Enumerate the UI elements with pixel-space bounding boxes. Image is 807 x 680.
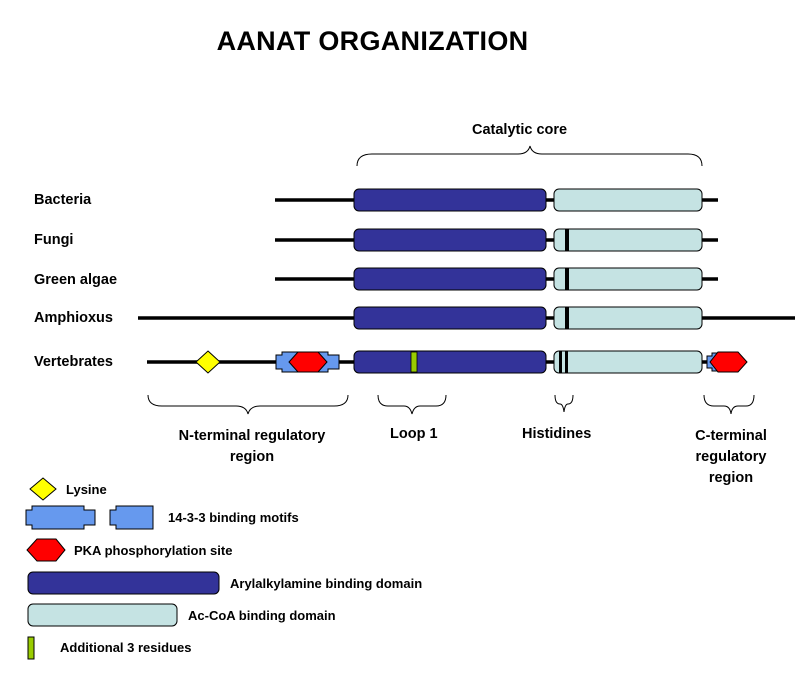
n-terminal-region-label: N-terminal regulatory region: [150, 426, 354, 468]
diagram-title: AANAT ORGANIZATION: [216, 26, 529, 56]
legend-binding-motifs-label: 14-3-3 binding motifs: [168, 510, 299, 525]
legend-pka-label: PKA phosphorylation site: [74, 543, 233, 558]
legend-lysine-label: Lysine: [66, 482, 107, 497]
arylalkylamine-domain: [353, 267, 547, 291]
vertebrates-row: [147, 350, 748, 374]
organism-label-fungi: Fungi: [34, 232, 74, 248]
histidines-brace: [554, 394, 574, 413]
histidine-mark: [565, 307, 569, 329]
acoa-domain: [553, 267, 703, 291]
acoa-domain: [553, 350, 703, 374]
arylalkylamine-domain: [353, 306, 547, 330]
loop-brace: [377, 394, 447, 415]
organism-label-bacteria: Bacteria: [34, 192, 92, 208]
legend-additional-label: Additional 3 residues: [60, 640, 192, 655]
catalytic-core-brace: [356, 145, 703, 167]
c-terminal-line-1: C-terminal: [695, 428, 767, 444]
organism-label-green-algae: Green algae: [34, 272, 118, 288]
fungi-row: [275, 228, 718, 252]
acoa-domain: [553, 188, 703, 212]
histidine-mark: [565, 268, 569, 290]
acoa-legend-swatch: [27, 603, 178, 627]
acoa-domain: [553, 228, 703, 252]
legend-arylalkylamine-label: Arylalkylamine binding domain: [230, 576, 423, 591]
legend-acoa-label: Ac-CoA binding domain: [188, 608, 336, 623]
pka-site-icon: [288, 351, 328, 373]
c-terminal-line-3: region: [708, 470, 754, 486]
histidine-mark: [565, 351, 568, 373]
n-terminal-brace: [147, 394, 349, 415]
organism-label-vertebrates: Vertebrates: [34, 354, 113, 370]
catalytic-core-label: Catalytic core: [472, 122, 568, 138]
c-terminal-line-2: regulatory: [695, 449, 767, 465]
arylalkylamine-domain: [353, 228, 547, 252]
additional-residues-legend-swatch: [27, 636, 35, 660]
c-terminal-region-label: C-terminal regulatory region: [672, 426, 790, 489]
green-algae-row: [275, 267, 718, 291]
lysine-legend-icon: [29, 477, 57, 501]
arylalkylamine-domain: [353, 350, 547, 374]
arylalkylamine-legend-swatch: [27, 571, 220, 595]
amphioxus-row: [138, 306, 795, 330]
binding-motif-legend-icon: [109, 505, 154, 530]
bacteria-row: [275, 188, 718, 212]
lysine-icon: [195, 350, 221, 374]
binding-motif-legend-icon: [25, 505, 96, 530]
n-terminal-line-1: N-terminal regulatory: [178, 428, 326, 444]
arylalkylamine-domain: [353, 188, 547, 212]
legend-graphics: [25, 477, 220, 660]
pka-site-icon: [709, 351, 748, 373]
n-terminal-line-2: region: [229, 449, 275, 465]
acoa-domain: [553, 306, 703, 330]
organism-label-amphioxus: Amphioxus: [34, 310, 113, 326]
histidine-mark: [565, 229, 569, 251]
histidine-mark: [559, 351, 562, 373]
c-terminal-brace: [703, 394, 755, 415]
pka-legend-icon: [26, 538, 66, 562]
histidines-label: Histidines: [522, 426, 592, 442]
loop-1-label: Loop 1: [390, 426, 438, 442]
additional-residues-mark: [410, 351, 418, 373]
